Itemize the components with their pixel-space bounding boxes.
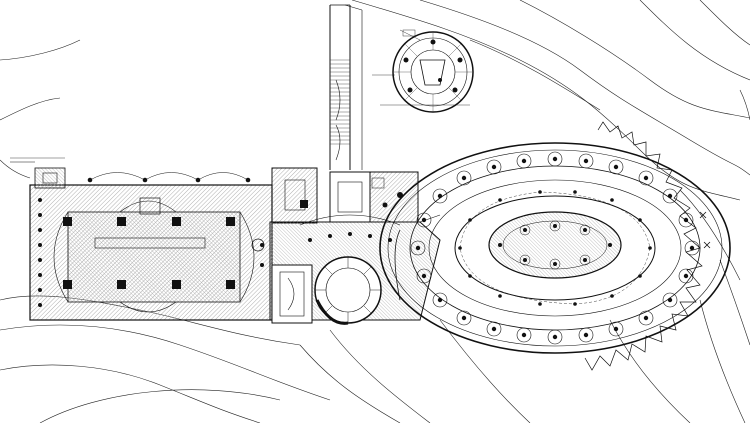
- upper-access-corridor: [329, 4, 363, 170]
- elliptical-pavilion: [379, 121, 731, 371]
- left-rectangular-hall: [10, 157, 273, 321]
- top-round-tower: [372, 29, 474, 113]
- roundel-ring: [410, 151, 700, 345]
- middle-service-block: [251, 167, 441, 325]
